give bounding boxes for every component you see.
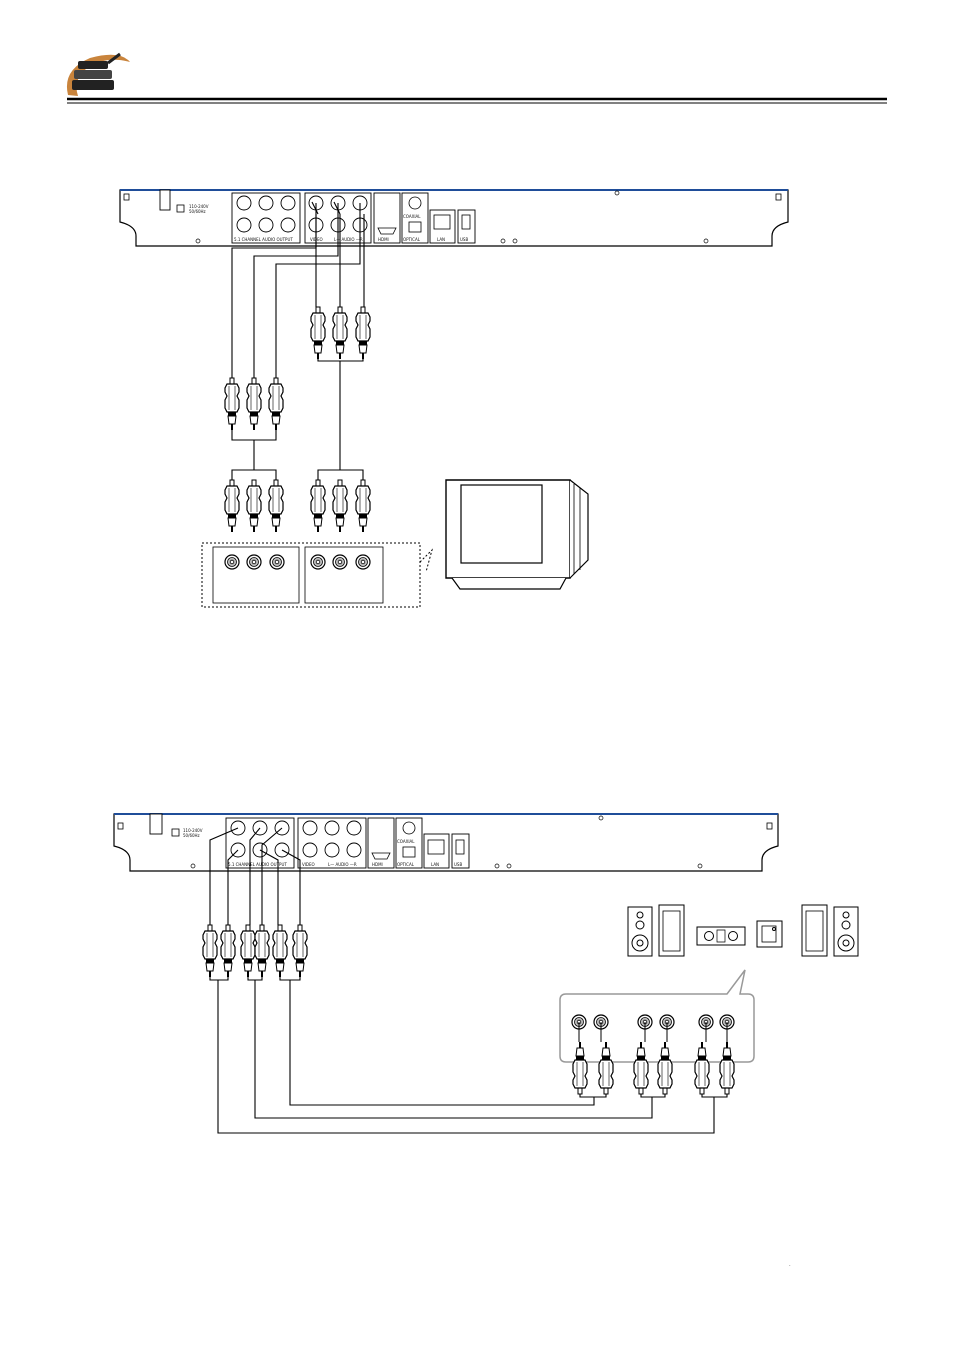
center-speaker-icon [696, 926, 746, 946]
coaxial-label-1: COAXIAL [403, 214, 421, 219]
dvd-rear-panel-2: 110-240V 50/60Hz 5.1 CHANNEL AUDIO OUTPU… [113, 813, 779, 872]
surround-plugs-top [202, 924, 308, 978]
books-logo-icon [66, 52, 130, 96]
front-right-speaker-icon [833, 906, 859, 957]
audio-out-label-2: 5.1 CHANNEL AUDIO OUTPUT [228, 862, 287, 867]
audio-plugs-top [224, 377, 284, 431]
coaxial-label-2: COAXIAL [397, 839, 415, 844]
hdmi-label-2: HDMI [372, 862, 383, 867]
header-logo [66, 52, 130, 96]
page-mark: . [789, 1262, 791, 1268]
audio-out-label-1: 5.1 CHANNEL AUDIO OUTPUT [234, 237, 293, 242]
optical-label-1: OPTICAL [403, 237, 421, 242]
long-cables [209, 977, 728, 1134]
tv-input-panel [201, 542, 433, 608]
subwoofer-icon [756, 920, 783, 948]
dvd-rear-panel-1: 110-240V 50/60Hz 5.1 CHANNEL AUDIO OUTPU… [119, 189, 789, 247]
rear-left-speaker-icon [658, 904, 685, 957]
front-left-speaker-icon [627, 906, 653, 957]
power-label-2a: 110-240V [183, 828, 203, 833]
video-label-2: VIDEO [302, 862, 315, 867]
audio-label-2: L— AUDIO —R [328, 862, 357, 867]
power-label-1b: 50/60Hz [189, 209, 206, 214]
header-rule [67, 97, 887, 104]
amplifier-input-panel [559, 969, 755, 1063]
lan-label-1: LAN [437, 237, 445, 242]
figure-1-tv-connection: 110-240V 50/60Hz 5.1 CHANNEL AUDIO OUTPU… [119, 189, 789, 608]
rear-right-speaker-icon [801, 904, 828, 957]
power-label-1a: 110-240V [189, 204, 209, 209]
component-plugs-top [310, 306, 371, 360]
lan-label-2: LAN [431, 862, 439, 867]
speaker-system [627, 904, 859, 957]
usb-label-2: USB [454, 862, 462, 867]
figure-2-amplifier-connection: 110-240V 50/60Hz 5.1 CHANNEL AUDIO OUTPU… [113, 813, 859, 1134]
hdmi-label-1: HDMI [378, 237, 389, 242]
optical-label-2: OPTICAL [397, 862, 415, 867]
tv-plugs [224, 479, 371, 533]
power-label-2b: 50/60Hz [183, 833, 200, 838]
audio-label-1: L— AUDIO —R [334, 237, 363, 242]
surround-cables [209, 827, 301, 925]
crt-television-icon [445, 479, 589, 590]
usb-label-1: USB [460, 237, 468, 242]
video-cables-1 [315, 214, 365, 307]
